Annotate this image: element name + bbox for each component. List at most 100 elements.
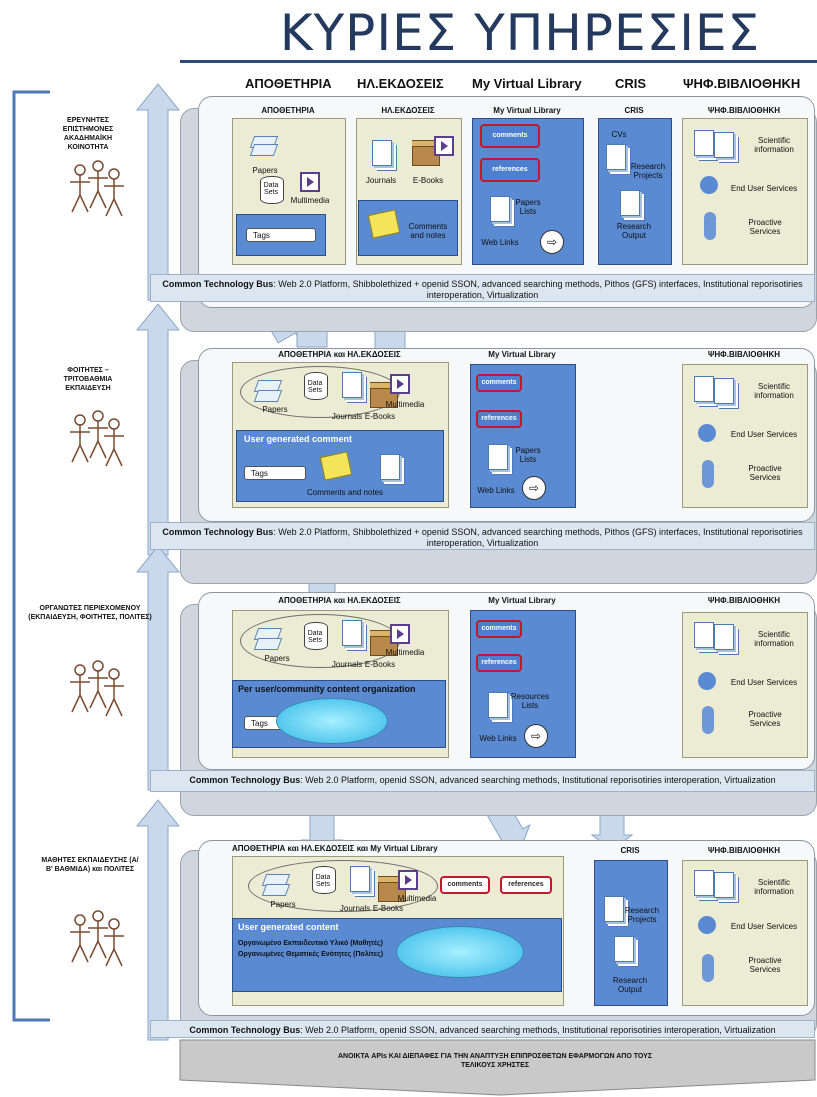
- references-button: references: [476, 654, 522, 672]
- layer2-end-user-label: End User Services: [730, 430, 798, 439]
- layer4-cris-box: [594, 860, 668, 1006]
- layer4-ebooks-label: E-Books: [372, 904, 404, 913]
- documents-icon: [714, 378, 734, 404]
- column-header-repositories: ΑΠΟΘΕΤΗΡΙΑ: [245, 76, 332, 91]
- layer4-datasets-label: Data Sets: [315, 874, 331, 888]
- layer1-papers-lists-label: Papers Lists: [515, 198, 541, 216]
- research-doc-icon: [614, 936, 634, 962]
- layer3-organization-title: Per user/community content organization: [238, 684, 416, 694]
- person-icon: [702, 460, 714, 488]
- layer1-research-projects-label: Research Projects: [630, 162, 666, 180]
- documents-icon: [694, 130, 714, 156]
- multimedia-icon: [390, 624, 410, 644]
- database-icon: [304, 622, 328, 650]
- person-icon: [702, 706, 714, 734]
- layer1-proactive-label: Proactive Services: [748, 218, 782, 236]
- arrow-circle-icon: ⇨: [524, 724, 548, 748]
- layer1-cris-title: CRIS: [624, 106, 644, 115]
- group-label-pupils-citizens: ΜΑΘΗΤΕΣ ΕΚΠΑΙΔΕΥΣΗΣ (Α/Β' ΒΑΘΜΙΔΑ) και Π…: [41, 857, 139, 873]
- ebooks-icon: [412, 146, 440, 166]
- user-at-desk-icon: [698, 672, 716, 690]
- references-button: references: [500, 876, 552, 894]
- documents-icon: [714, 872, 734, 898]
- journal-icon: [350, 866, 370, 892]
- research-doc-icon: [604, 896, 624, 922]
- documents-icon: [714, 132, 734, 158]
- lists-icon: [488, 692, 508, 718]
- layer4-header: ΑΠΟΘΕΤΗΡΙΑ και ΗΛ.ΕΚΔΟΣΕΙΣ και My Virtua…: [232, 844, 438, 853]
- documents-icon: [694, 622, 714, 648]
- upward-arrow-4: [135, 799, 181, 1041]
- group-label-students: ΦΟΙΤΗΤΕΣ – ΤΡΙΤΟΒΑΘΜΙΑ ΕΚΠΑΙΔΕΥΣΗ: [63, 367, 113, 392]
- layer1-sci-info-label: Scientific information: [754, 136, 794, 154]
- layer3-dl-title: ΨΗΦ.ΒΙΒΛΙΟΘΗΚΗ: [707, 596, 781, 605]
- layer2-header: ΑΠΟΘΕΤΗΡΙΑ και ΗΛ.ΕΚΔΟΣΕΙΣ: [278, 350, 401, 359]
- upward-arrow-3: [135, 545, 181, 791]
- layer3-multimedia-label: Multimedia: [385, 648, 425, 657]
- upward-arrow-1: [135, 83, 181, 301]
- journal-icon: [342, 372, 362, 398]
- documents-icon: [694, 870, 714, 896]
- people-group-icon: [70, 910, 124, 967]
- layer2-datasets-label: Data Sets: [307, 380, 323, 394]
- layer3-proactive-label: Proactive Services: [748, 710, 782, 728]
- layer1-ebooks-label: E-Books: [412, 176, 444, 185]
- layer3-papers-label: Papers: [264, 654, 290, 663]
- layer3-ebooks-label: E-Books: [364, 660, 396, 669]
- layer4-dl-title: ΨΗΦ.ΒΙΒΛΙΟΘΗΚΗ: [707, 846, 781, 855]
- layer3-header: ΑΠΟΘΕΤΗΡΙΑ και ΗΛ.ΕΚΔΟΣΕΙΣ: [278, 596, 401, 605]
- column-header-epublications: ΗΛ.ΕΚΔΟΣΕΙΣ: [357, 76, 444, 91]
- footer-open-apis: ΑΝΟΙΚΤΑ APIs ΚΑΙ ΔΙΕΠΑΦΕΣ ΓΙΑ ΤΗΝ ΑΝΑΠΤΥ…: [337, 1053, 653, 1069]
- column-header-cris: CRIS: [615, 76, 647, 91]
- layer4-cris-title: CRIS: [620, 846, 640, 855]
- layer4-multimedia-label: Multimedia: [397, 894, 437, 903]
- references-button: references: [476, 410, 522, 428]
- database-icon: [260, 176, 284, 204]
- comments-button: comments: [476, 374, 522, 392]
- comments-button: comments: [480, 124, 540, 148]
- layer2-papers-lists-label: Papers Lists: [515, 446, 541, 464]
- person-icon: [702, 954, 714, 982]
- layer2-multimedia-label: Multimedia: [385, 400, 425, 409]
- journal-icon: [372, 140, 392, 166]
- layer1-mvl-title: My Virtual Library: [493, 106, 561, 115]
- layer2-sci-info-label: Scientific information: [754, 382, 794, 400]
- database-icon: [304, 372, 328, 400]
- layer2-papers-label: Papers: [262, 405, 288, 414]
- layer1-technology-bus: Common Technology Bus: Web 2.0 Platform,…: [150, 274, 815, 302]
- multimedia-icon: [300, 172, 320, 192]
- layer4-content-ellipse: [248, 860, 438, 912]
- page-title: ΚΥΡΙΕΣ ΥΠΗΡΕΣΙΕΣ: [279, 4, 761, 62]
- layer4-thematic-units-label: Οργανωμένες Θεματικές Ενότητες (Πολίτες): [238, 951, 384, 958]
- arrow-circle-icon: ⇨: [522, 476, 546, 500]
- documents-icon: [714, 624, 734, 650]
- layer3-sci-info-label: Scientific information: [754, 630, 794, 648]
- database-icon: [312, 866, 336, 894]
- multimedia-icon: [398, 870, 418, 890]
- layer4-proactive-label: Proactive Services: [748, 956, 782, 974]
- user-at-desk-icon: [698, 424, 716, 442]
- arrow-circle-icon: ⇨: [540, 230, 564, 254]
- group-label-researchers: ΕΡΕΥΝΗΤΕΣ ΕΠΙΣΤΗΜΟΝΕΣ ΑΚΑΔΗΜΑΪΚΗ ΚΟΙΝΟΤΗ…: [62, 117, 114, 151]
- layer4-sci-info-label: Scientific information: [754, 878, 794, 896]
- layer1-datasets-label: Data Sets: [263, 182, 279, 196]
- layer1-epub-title: ΗΛ.ΕΚΔΟΣΕΙΣ: [381, 106, 435, 115]
- layer4-technology-bus: Common Technology Bus: Web 2.0 Platform,…: [150, 1020, 815, 1038]
- layer4-papers-label: Papers: [270, 900, 296, 909]
- layer1-journals-label: Journals: [365, 176, 397, 185]
- comments-button: comments: [440, 876, 490, 894]
- layer2-web-links-label: Web Links: [477, 486, 515, 495]
- layer3-mvl-title: My Virtual Library: [488, 596, 556, 605]
- layer3-end-user-label: End User Services: [730, 678, 798, 687]
- layer2-tags-field: Tags: [244, 466, 306, 480]
- layer1-end-user-label: End User Services: [730, 184, 798, 193]
- user-at-desk-icon: [698, 916, 716, 934]
- layer1-papers-label: Papers: [252, 166, 278, 175]
- layer2-user-comment-title: User generated comment: [244, 434, 353, 444]
- references-button: references: [480, 158, 540, 182]
- layer2-mvl-title: My Virtual Library: [488, 350, 556, 359]
- people-group-icon: [70, 160, 124, 217]
- layer3-technology-bus: Common Technology Bus: Web 2.0 Platform,…: [150, 770, 815, 792]
- layer3-web-links-label: Web Links: [479, 734, 517, 743]
- layer1-cvs-label: CVs: [611, 130, 627, 139]
